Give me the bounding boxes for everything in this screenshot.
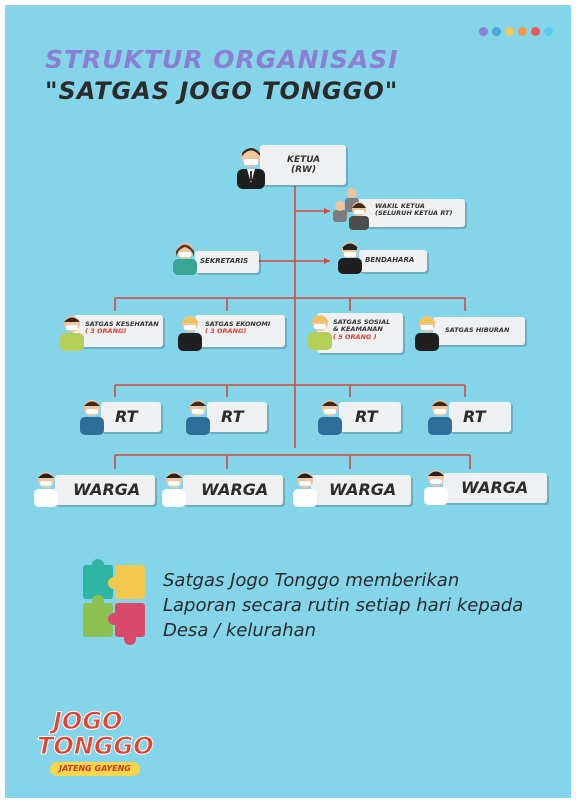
rt-label-2: RT (221, 407, 244, 426)
dot-yellow (505, 27, 514, 36)
wakil-card (357, 199, 465, 227)
palette-dots (479, 27, 553, 36)
satgas-hiburan-person-icon (415, 316, 439, 351)
ketua-card (260, 145, 346, 185)
poster: STRUKTUR ORGANISASI "SATGAS JOGO TONGGO" (5, 5, 571, 798)
bendahara-card (359, 250, 427, 272)
warga-label-3: WARGA (329, 480, 397, 499)
rt-person-icon-4 (428, 400, 452, 435)
bendahara-person-icon (338, 242, 362, 274)
message-line2: Laporan secara rutin setiap hari kepada (163, 595, 524, 616)
rt-person-icon-2 (186, 400, 210, 435)
satgas-sosial-person-icon (308, 315, 332, 350)
warga-card-3 (311, 475, 411, 505)
satgas-kesehatan-title: SATGAS KESEHATAN (85, 320, 159, 328)
satgas-sosial-title: SATGAS SOSIAL & KEAMANAN (333, 318, 391, 334)
sekretaris-label: SEKRETARIS (200, 257, 249, 265)
wakil-label: WAKIL KETUA (SELURUH KETUA RT) (375, 202, 453, 218)
bendahara-label: BENDAHARA (365, 256, 415, 264)
rt-label-4: RT (463, 407, 486, 426)
message-line3: Desa / kelurahan (163, 620, 317, 641)
warga-person-icon-2 (162, 472, 186, 507)
sekretaris-person-icon (173, 243, 197, 275)
satgas-ekonomi-count: ( 3 ORANG) (205, 327, 247, 336)
satgas-ekonomi-card (195, 315, 285, 347)
warga-label-2: WARGA (201, 480, 269, 499)
warga-label-1: WARGA (73, 480, 141, 499)
title-line1: STRUKTUR ORGANISASI (45, 45, 399, 74)
sekretaris-card (195, 251, 259, 273)
warga-label-4: WARGA (461, 478, 529, 497)
rt-card-3 (339, 402, 401, 432)
dot-red (531, 27, 540, 36)
rt-card-2 (207, 402, 267, 432)
ketua-label: KETUA (RW) (287, 155, 321, 176)
warga-person-icon-3 (293, 472, 317, 507)
logo-line1: JOGO (52, 707, 123, 736)
satgas-kesehatan-card (73, 315, 163, 347)
rt-card-1 (101, 402, 161, 432)
dot-blue (492, 27, 501, 36)
rt-person-icon-3 (318, 400, 342, 435)
dot-cyan (544, 27, 553, 36)
satgas-hiburan-card (433, 317, 525, 345)
satgas-kesehatan-person-icon (60, 316, 84, 351)
logo-line2: TONGGO (37, 732, 155, 761)
satgas-sosial-count: ( 5 ORANG ) (333, 332, 377, 341)
dot-orange (518, 27, 527, 36)
warga-person-icon-4 (424, 470, 448, 505)
report-message: Satgas Jogo Tonggo memberikan Laporan se… (163, 568, 523, 643)
message-line1: Satgas Jogo Tonggo memberikan (163, 570, 460, 591)
dot-purple (479, 27, 488, 36)
satgas-hiburan-label: SATGAS HIBURAN (445, 326, 510, 334)
warga-card-4 (443, 473, 547, 503)
rt-person-icon-1 (80, 400, 104, 435)
puzzle-icon (83, 559, 145, 645)
satgas-ekonomi-person-icon (178, 316, 202, 351)
satgas-sosial-label: SATGAS SOSIAL & KEAMANAN ( 5 ORANG ) (333, 318, 391, 341)
satgas-kesehatan-count: ( 3 ORANG) (85, 327, 127, 336)
satgas-kesehatan-label: SATGAS KESEHATAN ( 3 ORANG) (85, 320, 159, 336)
warga-person-icon-1 (34, 472, 58, 507)
satgas-ekonomi-label: SATGAS EKONOMI ( 3 ORANG) (205, 320, 271, 336)
satgas-ekonomi-title: SATGAS EKONOMI (205, 320, 271, 328)
logo-tagline: JATENG GAYENG (50, 762, 140, 776)
warga-card-2 (183, 475, 283, 505)
rt-label-3: RT (355, 407, 378, 426)
rt-card-4 (449, 402, 511, 432)
wakil-group-icon (333, 188, 369, 230)
rt-label-1: RT (115, 407, 138, 426)
ketua-person-icon (237, 148, 265, 189)
title-line2: "SATGAS JOGO TONGGO" (45, 77, 399, 105)
warga-card-1 (55, 475, 155, 505)
